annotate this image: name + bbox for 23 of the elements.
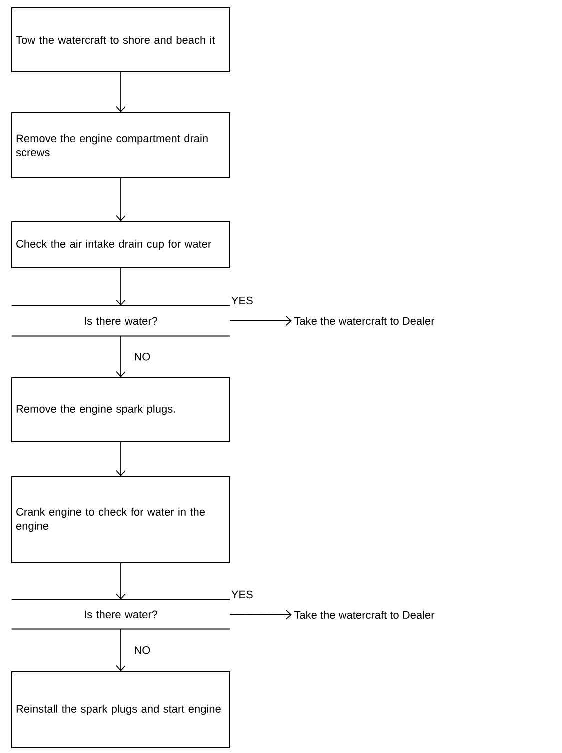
outcome-text: Take the watercraft to Dealer [294,316,435,326]
arrow [116,563,126,600]
arrow [116,336,126,378]
arrow [116,178,126,222]
arrow [116,268,126,306]
process-box: Remove the engine compartment drain screws [12,112,230,178]
edge-label: NO [135,646,150,654]
outcome-text: Take the watercraft to Dealer [294,610,435,620]
arrow [116,72,126,112]
process-box: Tow the watercraft to shore and beach it [12,8,230,72]
arrow [230,316,292,326]
edge-label: YES [232,296,253,305]
process-box: Crank engine to check for water in the engine [12,476,230,564]
arrow [230,610,292,620]
process-box: Check the air intake drain cup for water [12,222,230,268]
process-box: Remove the engine spark plugs. [12,378,230,442]
process-box: Reinstall the spark plugs and start engine [12,672,230,748]
decision-box: Is there water? [11,599,231,630]
decision-box: Is there water? [11,305,231,337]
edge-label: YES [232,590,253,599]
arrow [116,442,126,476]
edge-label: NO [135,352,150,361]
arrow [116,628,126,672]
